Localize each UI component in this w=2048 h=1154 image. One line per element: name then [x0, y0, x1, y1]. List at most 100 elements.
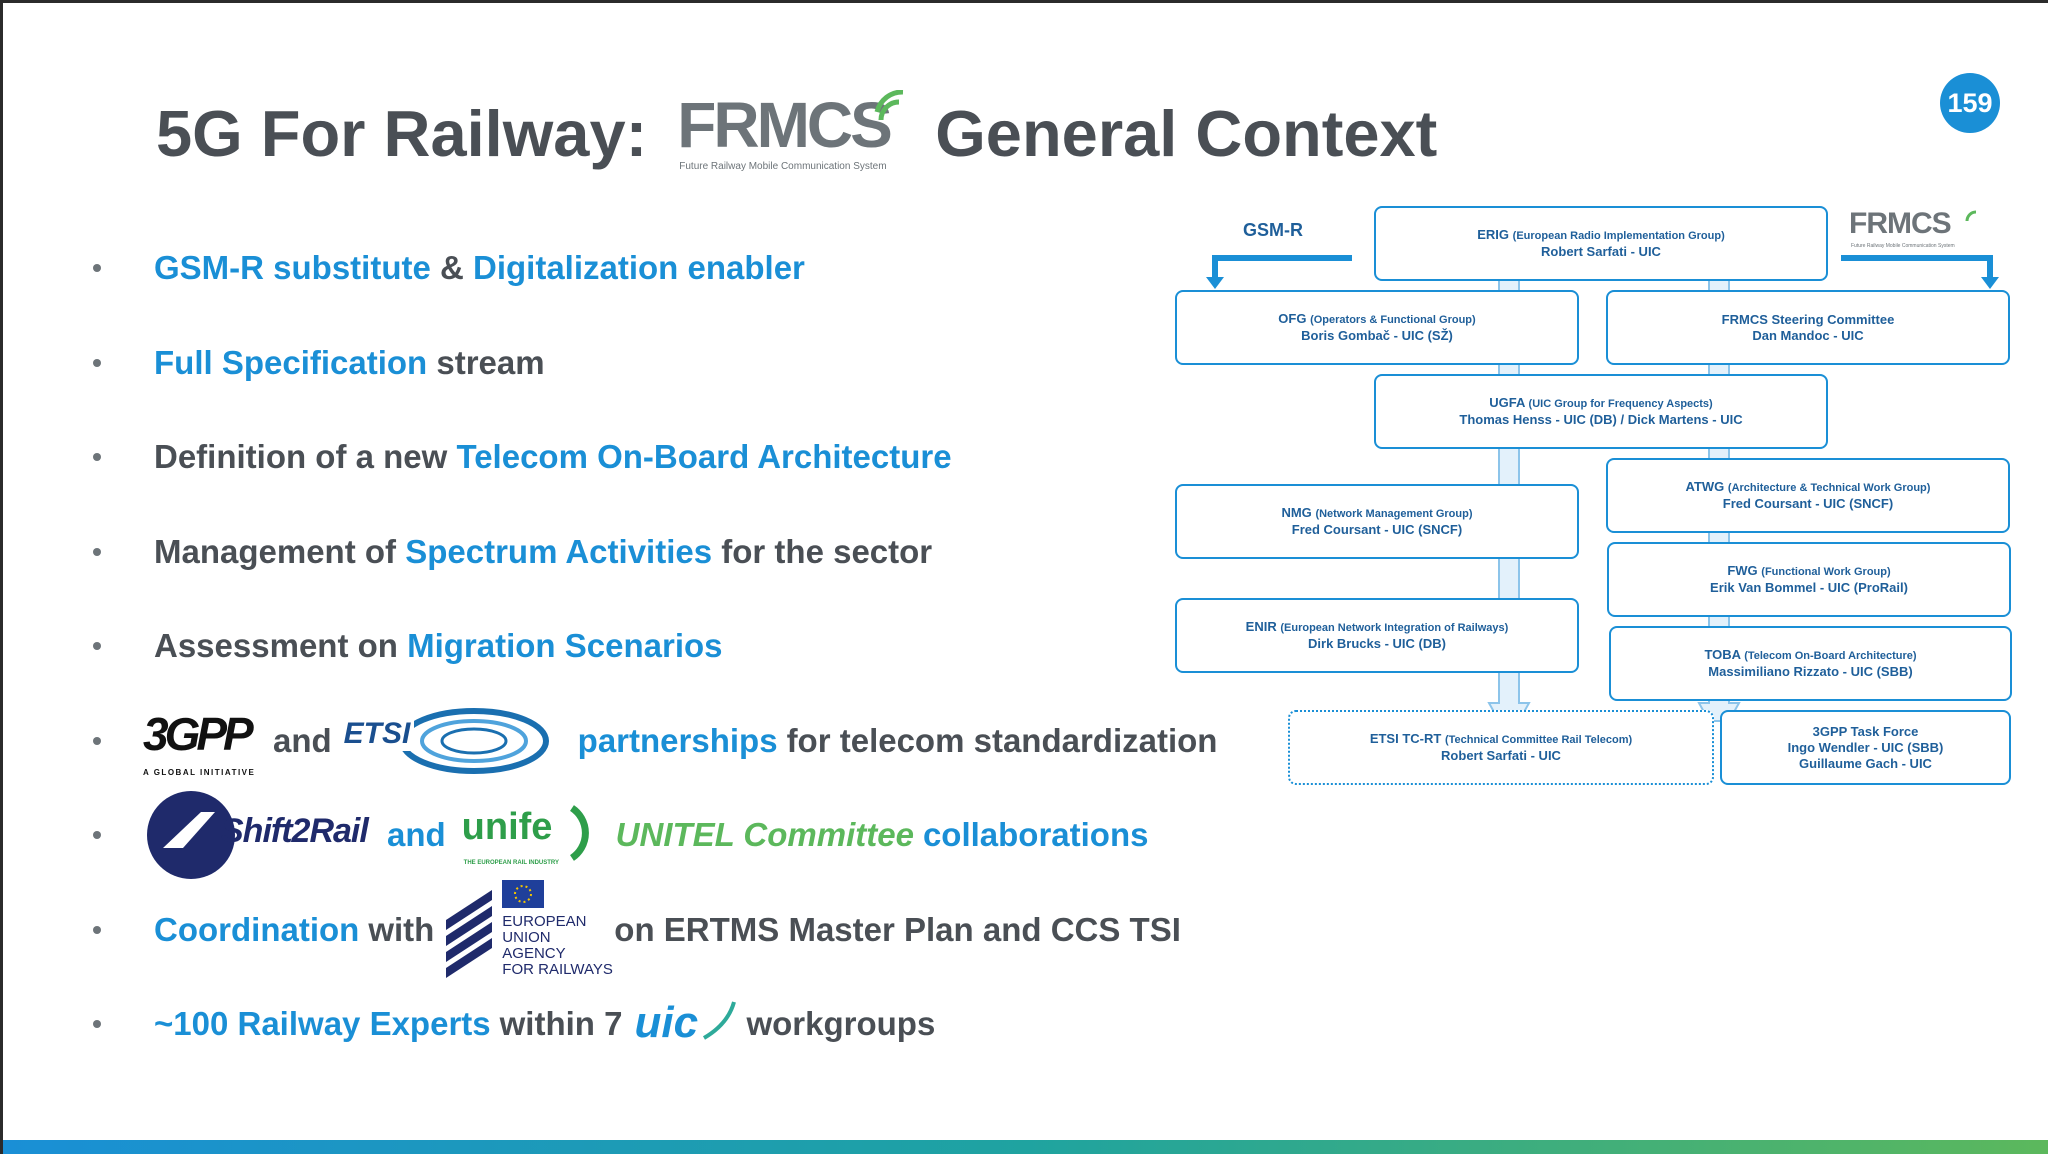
bullet-dot: [93, 264, 101, 273]
era-logo-line: EUROPEAN: [502, 912, 587, 930]
bullet-item: Coordination with EUROPEAN UNION: [93, 879, 1243, 978]
bullet-dot: [93, 925, 101, 934]
frmcs-logo-word: FRMCS: [677, 89, 893, 161]
org-box-person: Robert Sarfati - UIC: [1541, 244, 1661, 259]
wifi-arcs-icon: [874, 90, 904, 121]
frmcs-logo: FRMCS Future Railway Mobile Communicatio…: [677, 89, 913, 176]
bullet-dot: [93, 547, 101, 556]
bullet-text: &: [430, 249, 473, 287]
bullet-text: collaborations: [922, 816, 1149, 854]
bullet-text: Assessment on: [154, 627, 408, 665]
org-box-frmcs-steering: FRMCS Steering Committee Dan Mandoc - UI…: [1606, 290, 2010, 365]
bullet-item: 3GPP A GLOBAL INITIATIVE and ETSI partne…: [93, 694, 1243, 789]
org-box-person: Robert Sarfati - UIC: [1441, 748, 1561, 763]
org-box-desc: (Technical Committee Rail Telecom): [1444, 734, 1633, 746]
org-box-person: Erik Van Bommel - UIC (ProRail): [1710, 580, 1908, 595]
org-box-person: Ingo Wendler - UIC (SBB): [1787, 739, 1944, 755]
org-box-erig: ERIG (European Radio Implementation Grou…: [1374, 206, 1828, 281]
bullet-text: ~100 Railway Experts: [154, 1005, 491, 1043]
bullet-dot: [93, 1020, 101, 1029]
frmcs-logo-subtitle: Future Railway Mobile Communication Syst…: [679, 161, 887, 172]
org-box-name: ENIR: [1245, 619, 1277, 634]
bullet-item: ~100 Railway Experts within 7 uic workgr…: [93, 977, 1243, 1072]
org-box-person: Guillaume Gach - UIC: [1799, 755, 1932, 771]
bullet-item: Shift2Rail and unife THE EUROPEAN RAIL I…: [93, 788, 1243, 883]
org-box-enir: ENIR (European Network Integration of Ra…: [1175, 598, 1579, 673]
bullet-dot: [93, 736, 101, 745]
org-box-person: Boris Gombač - UIC (SŽ): [1301, 328, 1453, 343]
bullet-text: and: [273, 721, 332, 759]
era-logo-line: AGENCY: [502, 944, 566, 962]
bottom-gradient-bar: [3, 1140, 2048, 1154]
org-box-name: OFG: [1278, 311, 1307, 326]
shift2rail-emblem-icon: [147, 791, 235, 880]
bullet-text: Full Specification: [154, 343, 428, 381]
bullet-text: workgroups: [746, 1005, 936, 1043]
bullet-text: Digitalization enabler: [473, 249, 805, 287]
org-box-name: ATWG: [1685, 479, 1725, 494]
bullet-dot: [93, 358, 101, 367]
era-logo-line: FOR RAILWAYS: [502, 960, 613, 978]
org-box-person: Dirk Brucks - UIC (DB): [1308, 636, 1446, 651]
org-box-desc: (UIC Group for Frequency Aspects): [1528, 398, 1713, 410]
org-box-person: Massimiliano Rizzato - UIC (SBB): [1708, 664, 1913, 679]
bullet-item: Assessment on Migration Scenarios: [93, 599, 1243, 694]
bullet-text: stream: [427, 343, 545, 381]
bullet-item: GSM-R substitute & Digitalization enable…: [93, 221, 1243, 316]
bullet-text: and: [387, 816, 446, 854]
era-logo-line: UNION: [502, 928, 551, 946]
bullet-list: GSM-R substitute & Digitalization enable…: [93, 221, 1243, 1072]
frmcs-arrow: [1841, 255, 1993, 281]
bullet-item: Management of Spectrum Activities for th…: [93, 505, 1243, 600]
org-box-atwg: ATWG (Architecture & Technical Work Grou…: [1606, 458, 2010, 533]
org-box-person: Dan Mandoc - UIC: [1752, 327, 1864, 343]
org-box-desc: (Telecom On-Board Architecture): [1744, 650, 1917, 662]
bullet-text: GSM-R substitute: [154, 249, 431, 287]
slide-title: 5G For Railway: FRMCS Future Railway Mob…: [156, 85, 1437, 181]
frmcs-small-logo: FRMCS Future Railway Mobile Communicatio…: [1849, 207, 1981, 251]
org-box-name: 3GPP Task Force: [1812, 723, 1919, 739]
bullet-dot: [93, 453, 101, 462]
org-box-etsi-tc-rt: ETSI TC-RT (Technical Committee Rail Tel…: [1288, 710, 1714, 785]
org-box-name: ERIG: [1477, 227, 1510, 242]
bullet-dot: [93, 831, 101, 840]
bullet-item: Full Specification stream: [93, 316, 1243, 411]
3gpp-logo: 3GPP A GLOBAL INITIATIVE: [143, 707, 256, 777]
org-box-desc: (Operators & Functional Group): [1310, 314, 1476, 326]
org-box-name: FWG: [1727, 563, 1758, 578]
bullet-text: Coordination: [154, 910, 360, 948]
bullet-text: Migration Scenarios: [407, 627, 723, 665]
uic-logo: uic: [634, 994, 738, 1054]
org-box-name: TOBA: [1704, 647, 1741, 662]
bullet-text: Telecom On-Board Architecture: [456, 438, 952, 476]
org-box-3gpp-task-force: 3GPP Task Force Ingo Wendler - UIC (SBB)…: [1720, 710, 2011, 785]
title-suffix: General Context: [935, 96, 1438, 170]
unife-logo: unife THE EUROPEAN RAIL INDUSTRY: [462, 800, 610, 870]
shift2rail-logo: Shift2Rail: [145, 790, 373, 880]
org-box-desc: (Architecture & Technical Work Group): [1727, 482, 1931, 494]
org-box-desc: (Network Management Group): [1315, 508, 1473, 520]
bullet-text: partnerships: [577, 721, 778, 759]
bullet-text: for telecom standardization: [786, 721, 1218, 759]
org-box-ugfa: UGFA (UIC Group for Frequency Aspects) T…: [1374, 374, 1828, 449]
bullet-text: Management of: [154, 532, 406, 570]
org-box-name: FRMCS Steering Committee: [1721, 311, 1895, 327]
org-box-desc: (European Radio Implementation Group): [1512, 230, 1725, 242]
org-box-person: Thomas Henss - UIC (DB) / Dick Martens -…: [1459, 412, 1743, 427]
bullet-text: Spectrum Activities: [405, 532, 713, 570]
gsmr-label: GSM-R: [1243, 220, 1303, 240]
title-prefix: 5G For Railway:: [156, 96, 648, 170]
frmcs-arrowhead: [1981, 277, 1999, 289]
bullet-text: Definition of a new: [154, 438, 457, 476]
org-box-nmg: NMG (Network Management Group) Fred Cour…: [1175, 484, 1579, 559]
bullet-item: Definition of a new Telecom On-Board Arc…: [93, 410, 1243, 505]
era-emblem-icon: [446, 879, 545, 978]
bullet-text: on ERTMS Master Plan and CCS TSI: [614, 910, 1181, 948]
bullet-text: with: [368, 910, 435, 948]
bullet-text: UNITEL Committee: [615, 816, 914, 854]
org-box-person: Fred Coursant - UIC (SNCF): [1722, 496, 1894, 511]
page-number-badge: 159: [1940, 73, 2000, 133]
org-box-ofg: OFG (Operators & Functional Group) Boris…: [1175, 290, 1579, 365]
bullet-dot: [93, 642, 101, 651]
